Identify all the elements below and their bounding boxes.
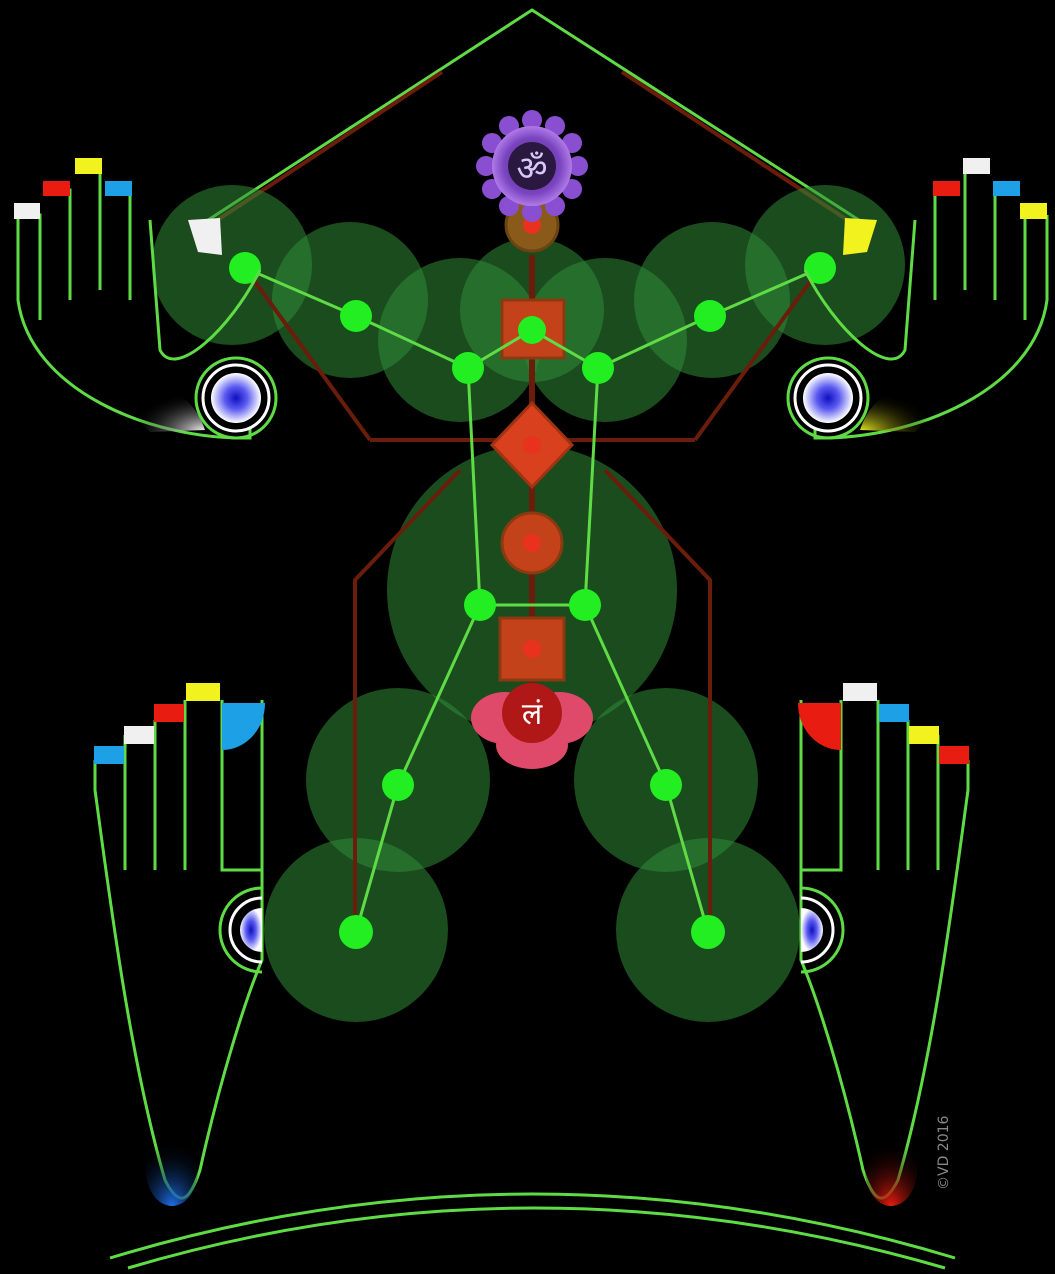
big-toe-tip-cyan	[222, 703, 265, 750]
toe-tip-red	[939, 746, 969, 764]
toe-tip-red	[154, 704, 184, 722]
finger-tip-red	[933, 181, 960, 196]
root-chakra: लं	[471, 683, 593, 769]
ground-arcs	[110, 1194, 955, 1268]
toe-tip-white	[843, 683, 877, 701]
finger-tip-yellow	[75, 158, 102, 174]
finger-tip-yellow	[1020, 203, 1047, 219]
left-foot	[94, 683, 265, 1206]
right-foot: ©VD 2016	[798, 683, 969, 1206]
signature-text: ©VD 2016	[936, 1115, 952, 1190]
lam-bija-icon: लं	[522, 697, 543, 732]
finger-tip-cyan	[993, 181, 1020, 196]
om-symbol-icon: ॐ	[516, 149, 547, 189]
toe-tip-yellow	[186, 683, 220, 701]
toe-tip-cyan	[94, 746, 124, 764]
finger-tip-cyan	[105, 181, 132, 196]
big-toe-tip-red	[798, 703, 841, 750]
toe-tip-cyan	[879, 704, 909, 722]
toe-tip-white	[124, 726, 154, 744]
finger-tip-white	[963, 158, 990, 174]
crown-chakra: ॐ	[476, 110, 588, 222]
toe-tip-yellow	[909, 726, 939, 744]
finger-tip-red	[43, 181, 70, 196]
finger-tip-white	[14, 203, 40, 219]
